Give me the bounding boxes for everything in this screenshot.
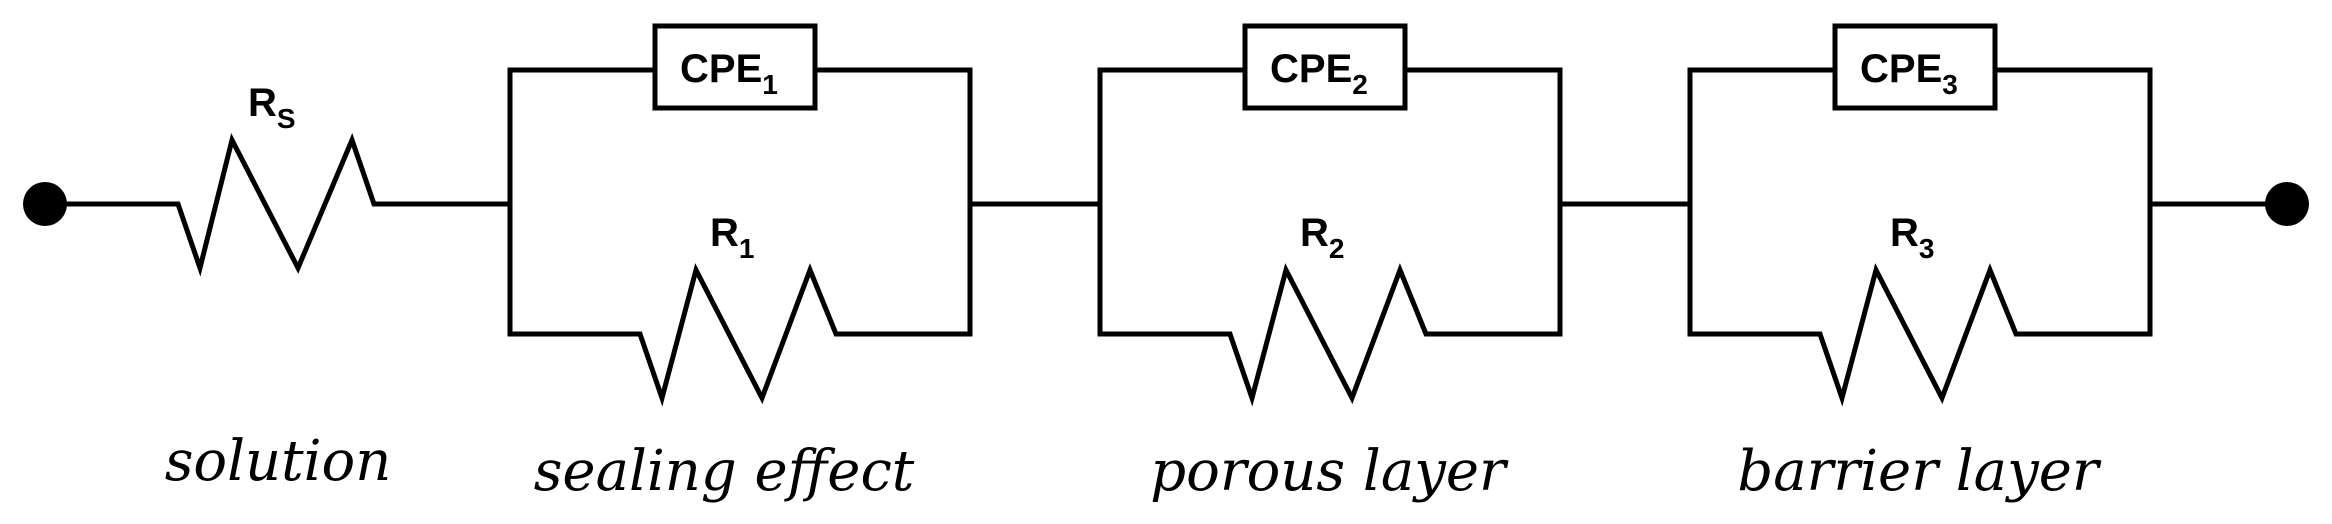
cpe-2-label: CPE2: [1270, 47, 1368, 100]
resistor-r2: [1097, 263, 1563, 407]
resistor-rs-label: RS: [248, 81, 296, 134]
cpe-3-label: CPE3: [1860, 47, 1958, 100]
caption-sealing-effect: sealing effect: [534, 439, 915, 504]
resistor-r3: [1687, 263, 2153, 407]
cpe-3-box: [1832, 23, 1998, 111]
cpe-2-box: [1242, 23, 1408, 111]
resistor-r1-label: R1: [710, 211, 754, 264]
caption-porous-layer: porous layer: [1150, 439, 1509, 504]
parallel-section-3: CPE3 R3 barrier layer: [1687, 23, 2153, 504]
cpe-1-label: CPE1: [680, 47, 778, 100]
caption-barrier-layer: barrier layer: [1737, 439, 2101, 504]
resistor-rs: [42, 132, 513, 277]
resistor-r2-label: R2: [1300, 211, 1344, 264]
parallel-section-2: CPE2 R2 porous layer: [1097, 23, 1563, 504]
resistor-r1: [507, 263, 973, 407]
caption-solution: solution: [165, 429, 392, 494]
parallel-section-1: CPE1 R1 sealing effect: [507, 23, 973, 504]
resistor-r3-label: R3: [1890, 211, 1934, 264]
cpe-1-box: [652, 23, 818, 111]
